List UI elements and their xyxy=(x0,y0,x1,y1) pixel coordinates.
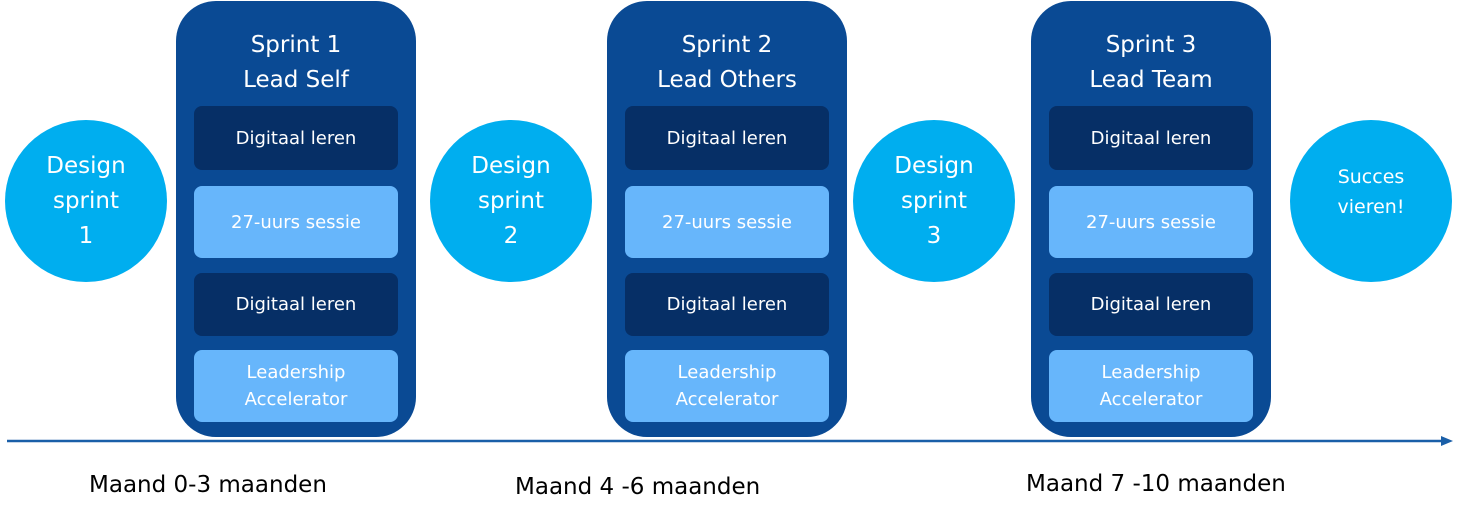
design-sprint-1-label: Design sprint 1 xyxy=(46,152,126,249)
sprint-1-container: Sprint 1 Lead Self Digitaal leren 27-uur… xyxy=(176,1,416,437)
design-sprint-2-circle: Design sprint 2 xyxy=(430,120,592,282)
month-label-2: Maand 4 -6 maanden xyxy=(515,474,761,500)
sprint-2-digital-learning-2: Digitaal leren xyxy=(625,273,829,336)
celebrate-success-circle: Succes vieren! xyxy=(1290,120,1452,282)
sprint-2-digital-learning-1: Digitaal leren xyxy=(625,106,829,170)
sprint-1-digital-learning-2: Digitaal leren xyxy=(194,273,398,336)
design-sprint-1-circle: Design sprint 1 xyxy=(5,120,167,282)
design-sprint-2-label: Design sprint 2 xyxy=(471,152,551,249)
sprint-2-container: Sprint 2 Lead Others Digitaal leren 27-u… xyxy=(607,1,847,437)
sprint-2-title: Sprint 2 Lead Others xyxy=(657,32,797,93)
sprint-3-leadership-accelerator: Leadership Accelerator xyxy=(1049,350,1253,422)
sprint-3-title: Sprint 3 Lead Team xyxy=(1089,32,1213,93)
month-label-1: Maand 0-3 maanden xyxy=(89,472,327,498)
sprint-1-session: 27-uurs sessie xyxy=(194,186,398,258)
sprint-1-leadership-accelerator: Leadership Accelerator xyxy=(194,350,398,422)
sprint-3-digital-learning-1: Digitaal leren xyxy=(1049,106,1253,170)
sprint-1-title: Sprint 1 Lead Self xyxy=(243,32,349,93)
sprint-2-session: 27-uurs sessie xyxy=(625,186,829,258)
sprint-3-container: Sprint 3 Lead Team Digitaal leren 27-uur… xyxy=(1031,1,1271,437)
design-sprint-3-label: Design sprint 3 xyxy=(894,152,974,249)
timeline-arrow xyxy=(7,436,1453,446)
sprint-3-digital-learning-2: Digitaal leren xyxy=(1049,273,1253,336)
month-label-3: Maand 7 -10 maanden xyxy=(1026,471,1286,497)
celebrate-success-label: Succes vieren! xyxy=(1337,166,1405,218)
sprint-1-digital-learning-1: Digitaal leren xyxy=(194,106,398,170)
timeline-arrowhead-icon xyxy=(1441,436,1453,446)
sprint-2-leadership-accelerator: Leadership Accelerator xyxy=(625,350,829,422)
sprint-3-session: 27-uurs sessie xyxy=(1049,186,1253,258)
design-sprint-3-circle: Design sprint 3 xyxy=(853,120,1015,282)
